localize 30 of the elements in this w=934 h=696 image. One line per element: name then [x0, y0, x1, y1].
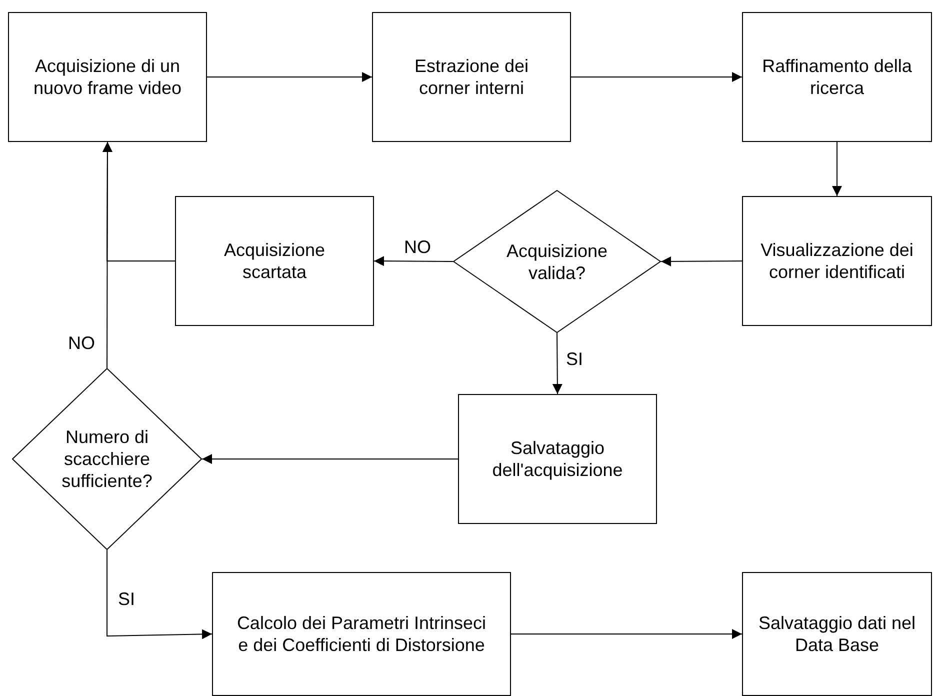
- process-box: [742, 572, 932, 696]
- step-text: Calcolo dei Parametri Intrinseci e dei Coefficienti di Distorsione: [236, 612, 488, 656]
- arrow: [106, 550, 212, 640]
- step-text: Salvataggio dati nel Data Base: [757, 612, 917, 656]
- arrow: [660, 256, 742, 266]
- arrow: [552, 332, 562, 394]
- process-box: [372, 12, 571, 142]
- process-box: [742, 12, 932, 142]
- process-box: [212, 572, 511, 696]
- step-text: Estrazione dei corner interni: [413, 55, 530, 99]
- process-box: [175, 196, 374, 326]
- process-box: [458, 394, 657, 524]
- process-box: [742, 196, 932, 326]
- step-text: Raffinamento della ricerca: [761, 55, 913, 99]
- step-text: Salvataggio dell'acquisizione: [491, 437, 624, 481]
- step-text: Acquisizione valida?: [505, 240, 609, 284]
- arrow: [570, 72, 742, 82]
- arrow: [206, 72, 372, 82]
- arrow: [202, 454, 458, 464]
- decision-diamond: [12, 368, 202, 550]
- step-text: Acquisizione scartata: [222, 239, 326, 283]
- arrow: [832, 142, 842, 196]
- step-text: Numero di scacchiere sufficiente?: [60, 426, 154, 492]
- arrow: [102, 142, 176, 262]
- arrow: [510, 629, 742, 639]
- process-box: [8, 12, 207, 142]
- step-text: Visualizzazione dei corner identificati: [760, 239, 914, 283]
- step-text: Acquisizione di un nuovo frame video: [32, 55, 183, 99]
- decision-diamond: [453, 190, 661, 333]
- arrow: [374, 256, 454, 266]
